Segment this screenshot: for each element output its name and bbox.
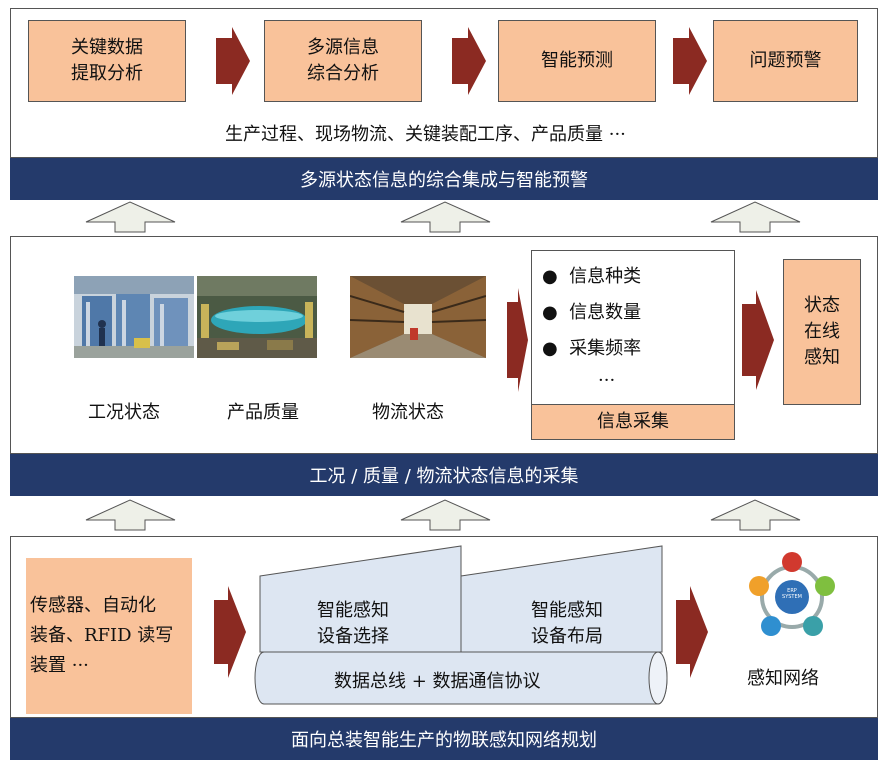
network-center-label: ERP SYSTEM — [782, 588, 802, 600]
network-node — [815, 576, 835, 596]
info-ellipsis: ··· — [598, 370, 616, 391]
arrow-right-icon — [507, 288, 528, 392]
bullet-icon: ● — [542, 302, 558, 323]
box-multisource-analysis: 多源信息 综合分析 — [264, 20, 422, 102]
bullet-icon: ● — [542, 338, 558, 359]
info-item: ● 采集频率 — [542, 334, 641, 360]
info-item-label: 信息数量 — [569, 302, 642, 323]
up-arrows-1 — [85, 201, 801, 233]
arrow-right-icon — [216, 27, 250, 95]
arrow-right-icon — [214, 586, 246, 678]
arrow-up-icon — [400, 201, 491, 233]
arrow-up-icon — [710, 499, 801, 531]
device-select-label: 智能感知 设备选择 — [317, 600, 389, 647]
arrow-right-icon — [742, 290, 774, 390]
arrow-right-icon — [673, 27, 707, 95]
box-key-data-analysis: 关键数据 提取分析 — [28, 20, 186, 102]
data-bus-label: 数据总线 + 数据通信协议 — [334, 671, 541, 692]
label-working-condition: 工况状态 — [88, 402, 160, 423]
network-node — [761, 616, 781, 636]
arrow-up-icon — [85, 201, 176, 233]
label-product-quality: 产品质量 — [227, 402, 299, 423]
arrow-up-icon — [400, 499, 491, 531]
up-arrows-2 — [85, 499, 801, 531]
info-item-label: 采集频率 — [569, 338, 642, 359]
network-node — [803, 616, 823, 636]
arrow-right-icon — [676, 586, 708, 678]
info-item-label: 信息种类 — [569, 266, 642, 287]
network-center-node — [775, 580, 809, 614]
top-caption: 生产过程、现场物流、关键装配工序、产品质量 ··· — [225, 124, 626, 145]
info-collection-footer: 信息采集 — [531, 404, 735, 440]
top-band: 多源状态信息的综合集成与智能预警 — [10, 158, 878, 200]
arrow-right-icon — [452, 27, 486, 95]
network-node — [782, 552, 802, 572]
photo-logistics-status — [350, 276, 486, 358]
photo-working-condition — [74, 276, 194, 358]
box-sensors-equipment: 传感器、自动化 装备、RFID 读写 装置 ··· — [26, 558, 192, 714]
middle-flow-arrows — [507, 288, 774, 392]
network-node — [749, 576, 769, 596]
label-logistics-status: 物流状态 — [372, 402, 444, 423]
middle-band: 工况 / 质量 / 物流状态信息的采集 — [10, 454, 878, 496]
box-online-sensing: 状态 在线 感知 — [783, 259, 861, 405]
info-item: ● 信息数量 — [542, 298, 641, 324]
info-item: ● 信息种类 — [542, 262, 641, 288]
box-problem-warning: 问题预警 — [713, 20, 858, 102]
device-layout-label: 智能感知 设备布局 — [531, 600, 603, 647]
bottom-band: 面向总装智能生产的物联感知网络规划 — [10, 718, 878, 760]
sensing-network-label: 感知网络 — [747, 668, 819, 689]
sensing-network-icon — [749, 552, 835, 636]
top-flow-arrows — [216, 27, 707, 95]
bullet-icon: ● — [542, 266, 558, 287]
photo-product-quality — [197, 276, 317, 358]
arrow-up-icon — [85, 499, 176, 531]
arrow-up-icon — [710, 201, 801, 233]
box-smart-prediction: 智能预测 — [498, 20, 656, 102]
device-planning-graphic — [254, 545, 668, 705]
bottom-arrow-left — [214, 586, 708, 678]
device-layout-panel — [460, 545, 663, 653]
